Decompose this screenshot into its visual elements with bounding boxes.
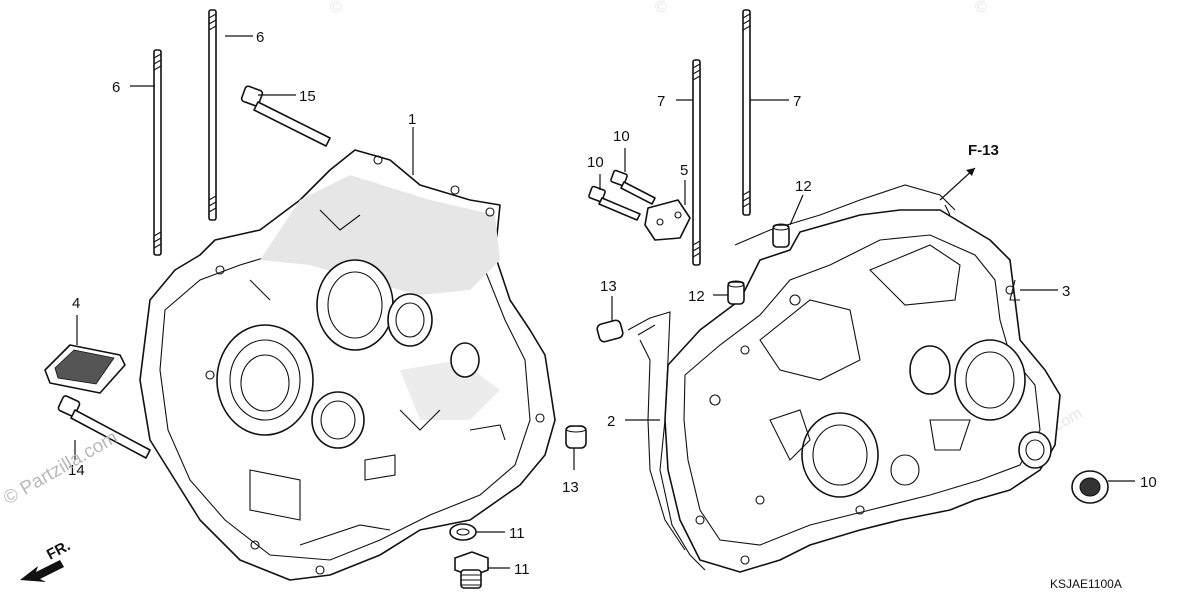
dowel-pin-13-left [596,319,624,343]
oil-seal-9 [1071,470,1109,504]
faint-watermark: © [330,0,342,16]
bolt-10-lower [588,185,641,221]
callout-13: 13 [562,479,579,496]
dowel-pin-12-lower [727,280,745,305]
bolt-10-upper [610,169,656,205]
left-crankcase [139,149,556,581]
callout-10: 10 [613,128,630,145]
dowel-pin-13-right [565,425,587,449]
setting-plate-5 [644,199,691,241]
stud-bolt-7-right [742,9,751,216]
sealing-washer-8 [449,523,477,541]
stud-bolt-7-left [692,59,701,266]
reference-f13: F-13 [968,142,999,159]
callout-11: 11 [514,561,530,578]
callout-8: 11 [509,525,525,542]
diagram-code: KSJAE1100A [1050,577,1122,591]
callout-13: 13 [600,278,617,295]
watermark-text: © Partzilla.com [0,427,121,509]
front-label: FR. [44,537,73,563]
dowel-pin-12-upper [772,223,790,248]
flange-bolt-15 [240,85,331,147]
front-direction-indicator: FR. [20,537,73,582]
callout-3: 3 [1062,283,1070,300]
right-crankcase [627,184,1061,573]
callout-6: 6 [256,29,264,46]
callout-10: 10 [587,154,604,171]
callout-2: 2 [607,413,615,430]
oil-strainer-screen-4 [44,344,126,394]
callout-labels: 6 6 15 1 4 14 13 11 11 7 7 10 10 5 12 13… [68,29,1157,578]
faint-watermark: © [655,0,667,16]
partzilla-watermark: © Partzilla.com [0,427,121,509]
callout-7: 7 [793,93,801,110]
stud-bolt-6-right [208,9,217,221]
callout-12: 12 [688,288,705,305]
callout-15: 15 [299,88,316,105]
front-arrow-icon [20,560,64,582]
callout-6: 6 [112,79,120,96]
drain-bolt-11 [454,551,489,589]
callout-9: 10 [1140,474,1157,491]
callout-7: 7 [657,93,665,110]
callout-14: 14 [68,462,85,479]
callout-12: 12 [795,178,812,195]
stud-bolt-6-left [153,49,162,256]
callout-5: 5 [680,162,688,179]
callout-1: 1 [408,111,416,128]
flange-bolt-14 [57,395,151,459]
leader-lines [74,35,1135,569]
callout-4: 4 [72,295,80,312]
faint-watermark: © [975,0,987,16]
